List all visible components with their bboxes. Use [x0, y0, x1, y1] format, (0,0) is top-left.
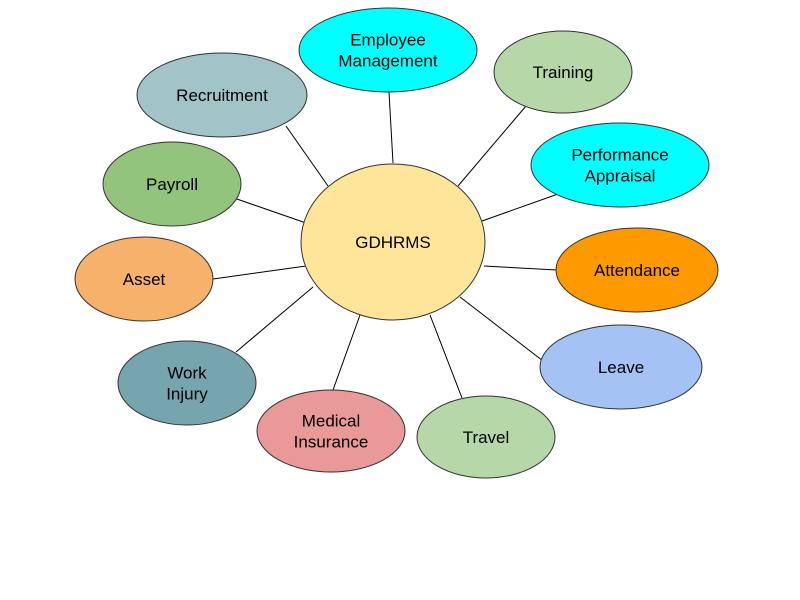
node-shape	[493, 30, 633, 114]
node-shape	[416, 395, 556, 479]
node-label: Payroll	[146, 175, 198, 194]
node-shape	[300, 163, 486, 321]
connector-work-injury	[235, 286, 314, 353]
node-attendance: Attendance	[555, 227, 719, 313]
node-label: Recruitment	[176, 86, 268, 105]
node-shape	[117, 340, 257, 426]
node-training: Training	[493, 30, 633, 114]
connector-employee-management	[388, 91, 394, 164]
connector-leave	[459, 296, 548, 365]
node-label: Attendance	[594, 261, 680, 280]
node-label: Medical	[302, 412, 361, 431]
node-label: Injury	[166, 385, 208, 404]
connector-travel	[429, 314, 463, 399]
node-payroll: Payroll	[102, 141, 242, 227]
node-leave: Leave	[539, 324, 703, 410]
connector-attendance	[483, 265, 558, 271]
node-label: Work	[167, 364, 207, 383]
connector-training	[457, 105, 527, 187]
center-node-gdhrms: GDHRMS	[300, 163, 486, 321]
connector-performance-appraisal	[481, 193, 559, 222]
node-shape	[539, 324, 703, 410]
node-label: Insurance	[294, 433, 369, 452]
connector-medical-insurance	[332, 314, 361, 391]
connector-recruitment	[285, 125, 329, 187]
connector-asset	[212, 265, 307, 280]
node-label: Management	[338, 52, 438, 71]
node-shape	[298, 7, 478, 93]
node-shape	[555, 227, 719, 313]
node-travel: Travel	[416, 395, 556, 479]
node-recruitment: Recruitment	[136, 52, 308, 138]
node-shape	[256, 389, 406, 473]
node-label: Appraisal	[585, 167, 656, 186]
node-asset: Asset	[74, 236, 214, 322]
node-shape	[102, 141, 242, 227]
node-shape	[136, 52, 308, 138]
node-label: Training	[533, 63, 594, 82]
node-shape	[74, 236, 214, 322]
node-label: Employee	[350, 31, 426, 50]
node-shape	[530, 122, 710, 208]
node-label: GDHRMS	[355, 233, 431, 252]
node-label: Leave	[598, 358, 644, 377]
node-label: Travel	[463, 428, 510, 447]
node-label: Asset	[123, 270, 166, 289]
connector-payroll	[233, 197, 307, 224]
node-label: Performance	[571, 146, 668, 165]
